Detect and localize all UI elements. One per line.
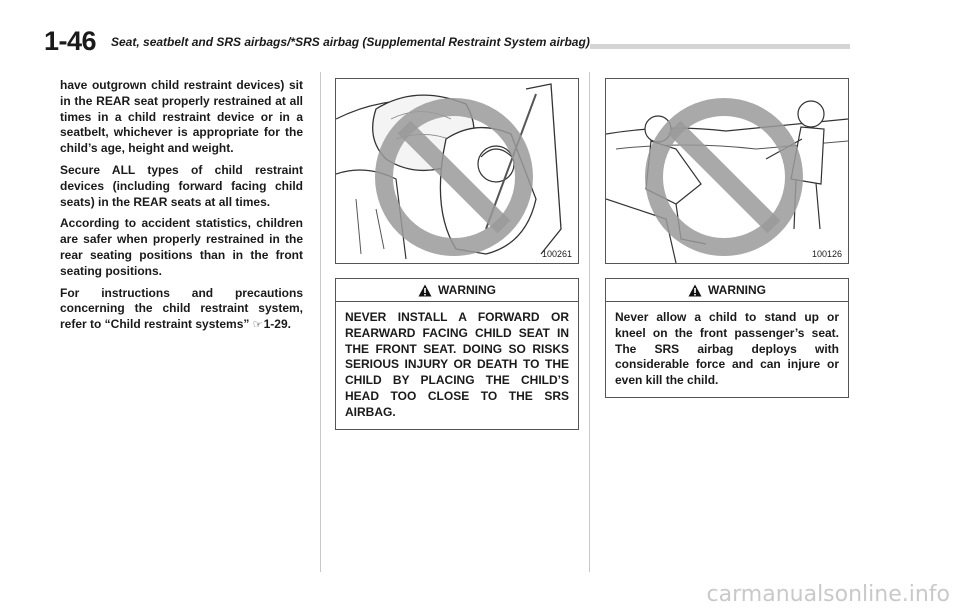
page-header: 1-46 Seat, seatbelt and SRS airbags/*SRS…	[44, 26, 850, 56]
illustration-child-standing-on-seat: 100126	[605, 78, 849, 264]
warning-header: WARNING	[606, 279, 848, 302]
illustration-child-seat-airbag: 100261	[335, 78, 579, 264]
reference-text: For instructions and precautions concern…	[60, 285, 303, 332]
body-paragraph: Secure ALL types of child restraint devi…	[60, 162, 303, 209]
column-divider	[589, 72, 590, 572]
column-divider	[320, 72, 321, 572]
warning-text: Never allow a child to stand up or kneel…	[615, 310, 839, 388]
body-paragraph: have outgrown child restraint devices) s…	[60, 78, 303, 156]
warning-triangle-icon	[688, 284, 702, 296]
footer-watermark: carmanualsonline.info	[706, 582, 950, 607]
column-1-text: have outgrown child restraint devices) s…	[60, 78, 303, 340]
warning-heading: WARNING	[708, 283, 766, 297]
warning-triangle-icon	[418, 284, 432, 296]
body-paragraph: According to accident statistics, childr…	[60, 216, 303, 278]
warning-text: NEVER INSTALL A FORWARD OR REARWARD FACI…	[345, 310, 569, 419]
child-standing-drawing	[606, 98, 848, 263]
warning-box: WARNING NEVER INSTALL A FORWARD OR REARW…	[335, 278, 579, 430]
warning-box: WARNING Never allow a child to stand up …	[605, 278, 849, 398]
page-number: 1-46	[44, 26, 97, 56]
page-reference-icon: ☞	[252, 319, 263, 332]
child-seat-airbag-drawing	[336, 83, 562, 260]
page-reference-link[interactable]: 1-29.	[263, 317, 291, 332]
warning-header: WARNING	[336, 279, 578, 302]
warning-heading: WARNING	[438, 283, 496, 297]
figure-number: 100126	[811, 249, 842, 259]
figure-number: 100261	[541, 249, 572, 259]
header-rule	[590, 44, 850, 49]
section-title: Seat, seatbelt and SRS airbags/*SRS airb…	[111, 35, 590, 49]
reference-paragraph: For instructions and precautions concern…	[60, 286, 303, 334]
